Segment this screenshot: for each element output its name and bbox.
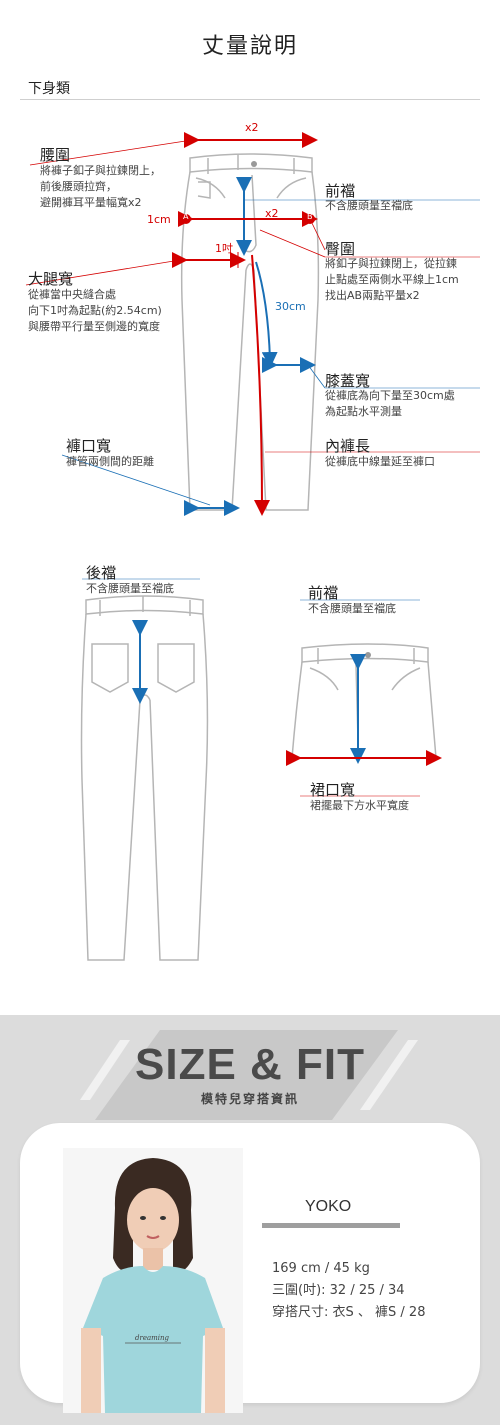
- size-fit-title: SIZE & FIT: [135, 1040, 365, 1089]
- cm-marker-label: 1cm: [147, 213, 171, 226]
- model-stats: 169 cm / 45 kg 三圍(吋): 32 / 25 / 34 穿搭尺寸:…: [272, 1258, 425, 1324]
- thigh-title: 大腿寬: [28, 270, 74, 288]
- inch-marker-label: 1吋: [215, 242, 233, 255]
- skirt-hem-desc: 裙擺最下方水平寬度: [310, 799, 409, 812]
- waist-title: 腰圍: [40, 146, 71, 164]
- size-fit-subtitle: 模特兒穿搭資訊: [200, 1092, 299, 1106]
- back-rise-desc: 不含腰頭量至襠底: [86, 582, 174, 595]
- cm30-label: 30cm: [275, 300, 306, 313]
- model-measurements: 三圍(吋): 32 / 25 / 34: [272, 1283, 405, 1298]
- back-rise-title: 後襠: [86, 564, 117, 582]
- model-height-weight: 169 cm / 45 kg: [272, 1261, 370, 1276]
- inseam-title: 內褲長: [325, 437, 371, 455]
- thigh-desc: 從褲當中央縫合處 向下1吋為起點(約2.54cm) 與腰帶平行量至側邊的寬度: [28, 288, 162, 333]
- knee-desc: 從褲底為向下量至30cm處 為起點水平測量: [325, 389, 455, 418]
- front-rise-title: 前襠: [325, 182, 356, 200]
- hem-title: 褲口寬: [66, 437, 112, 455]
- back-pants-illustration: [80, 578, 209, 961]
- waist-x2-label: x2: [245, 121, 259, 134]
- front-pants-illustration: [25, 132, 480, 516]
- inseam-desc: 從褲底中線量延至褲口: [325, 455, 435, 468]
- section-label: 下身類: [28, 81, 70, 97]
- knee-title: 膝蓋寬: [325, 372, 371, 390]
- model-name-underline: [262, 1223, 400, 1228]
- page-title: 丈量說明: [201, 34, 298, 59]
- hip-desc: 將釦子與拉鍊閉上，從拉鍊 止點處至兩側水平線上1cm 找出AB兩點平量x2: [325, 257, 459, 302]
- model-photo: dreaming: [63, 1148, 243, 1413]
- front-rise-desc: 不含腰頭量至襠底: [325, 199, 413, 212]
- skirt-hem-title: 裙口寬: [310, 781, 356, 799]
- point-b-label: B: [307, 212, 313, 221]
- section-divider: [20, 99, 480, 100]
- model-name: YOKO: [305, 1198, 352, 1215]
- waist-desc: 將褲子釦子與拉鍊閉上， 前後腰頭拉齊， 避開褲耳平量幅寬x2: [40, 164, 161, 209]
- skirt-illustration: [286, 599, 442, 797]
- skirt-front-rise-desc: 不含腰頭量至襠底: [308, 602, 396, 615]
- skirt-front-rise-title: 前襠: [308, 584, 339, 602]
- hem-desc: 褲管兩側間的距離: [66, 455, 154, 468]
- hip-title: 臀圍: [325, 240, 356, 258]
- ab-x2-label: x2: [265, 207, 279, 220]
- shirt-print-text: dreaming: [135, 1334, 170, 1342]
- point-a-label: A: [183, 212, 189, 221]
- model-wearing-size: 穿搭尺寸: 衣S 、 褲S / 28: [272, 1305, 426, 1320]
